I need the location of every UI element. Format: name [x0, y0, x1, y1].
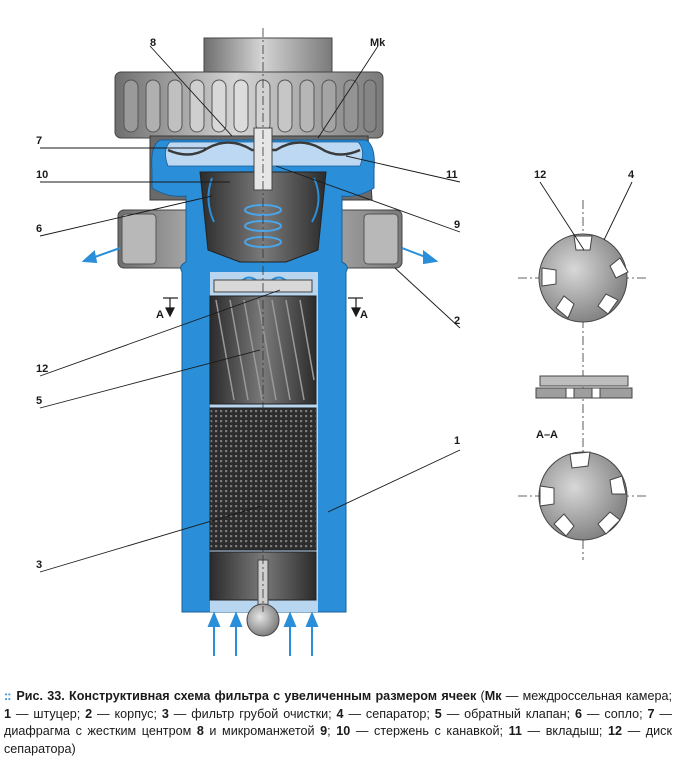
caption-text: и микроманжетой — [203, 724, 321, 738]
knurled-nut — [114, 71, 384, 139]
separator-side-view — [535, 375, 633, 399]
filter-diagram: 8 Mk 7 10 6 11 9 2 12 5 1 3 A A — [36, 28, 648, 656]
caption-number: 11 — [508, 724, 522, 738]
outlet-arrows — [81, 247, 439, 265]
check-valve-grooves — [215, 299, 315, 401]
caption-number: 3 — [161, 706, 169, 721]
caption-text: — обратный клапан; — [441, 706, 575, 721]
separator-section-view — [538, 451, 628, 541]
label-11: 11 — [446, 169, 458, 181]
caption-number: 9 — [320, 724, 328, 738]
caption-text: — сепаратор; — [343, 706, 435, 721]
figure-caption: ::Рис. 33. Конструктивная схема фильтра … — [4, 688, 672, 758]
caption-text: — диск сепаратора) — [4, 724, 672, 756]
caption-number: Мк — [484, 689, 502, 703]
separator-top-view — [538, 233, 629, 323]
caption-number: 1 — [4, 706, 12, 721]
caption-text: — вкладыш; — [521, 724, 609, 738]
filter-assembly — [81, 28, 439, 656]
label-6: 6 — [36, 223, 42, 235]
label-7: 7 — [36, 135, 42, 147]
caption-text: — корпус; — [92, 706, 162, 721]
caption-number: 7 — [647, 706, 655, 721]
caption-text: — междроссельная камера; — [501, 689, 672, 703]
caption-number: 5 — [434, 706, 442, 721]
label-section-aa: A–A — [536, 429, 558, 441]
label-8: 8 — [150, 37, 156, 49]
caption-text: — штуцер; — [11, 706, 86, 721]
caption-number: 4 — [336, 706, 344, 721]
part-labels: 8 Mk 7 10 6 11 9 2 12 5 1 3 A A — [36, 37, 460, 571]
caption-text: — диафрагма с жестким центром — [4, 706, 672, 739]
caption-number: 12 — [608, 724, 623, 738]
caption-title: Рис. 33. Конструктивная схема фильтра с … — [16, 689, 477, 703]
leader-lines — [39, 45, 461, 573]
ball — [246, 603, 280, 637]
label-5: 5 — [36, 395, 42, 407]
inlet-arrows — [207, 611, 319, 656]
caption-bullet: :: — [4, 689, 11, 703]
label-a-left: A — [156, 309, 164, 321]
caption-number: 10 — [336, 724, 351, 738]
caption-text: — стержень с канавкой; — [350, 724, 509, 738]
label-3: 3 — [36, 559, 42, 571]
caption-text: — фильтр грубой очистки; — [168, 706, 337, 721]
label-mk: Mk — [370, 37, 386, 49]
label-12: 12 — [36, 363, 48, 375]
label-right-12: 12 — [534, 169, 546, 181]
caption-text: — сопло; — [582, 706, 648, 721]
label-right-4: 4 — [628, 169, 635, 181]
top-cap — [203, 37, 333, 75]
label-a-right: A — [360, 309, 368, 321]
separator-views: 12 4 A–A — [518, 169, 648, 560]
label-1: 1 — [454, 435, 460, 447]
caption-text: ; — [327, 724, 337, 738]
label-10: 10 — [36, 169, 48, 181]
label-2: 2 — [454, 315, 460, 327]
caption-text: ( — [476, 689, 485, 703]
label-9: 9 — [454, 219, 460, 231]
caption-number: 6 — [574, 706, 582, 721]
caption-number: 8 — [196, 724, 204, 738]
section-markers — [163, 297, 363, 318]
caption-number: 2 — [85, 706, 93, 721]
